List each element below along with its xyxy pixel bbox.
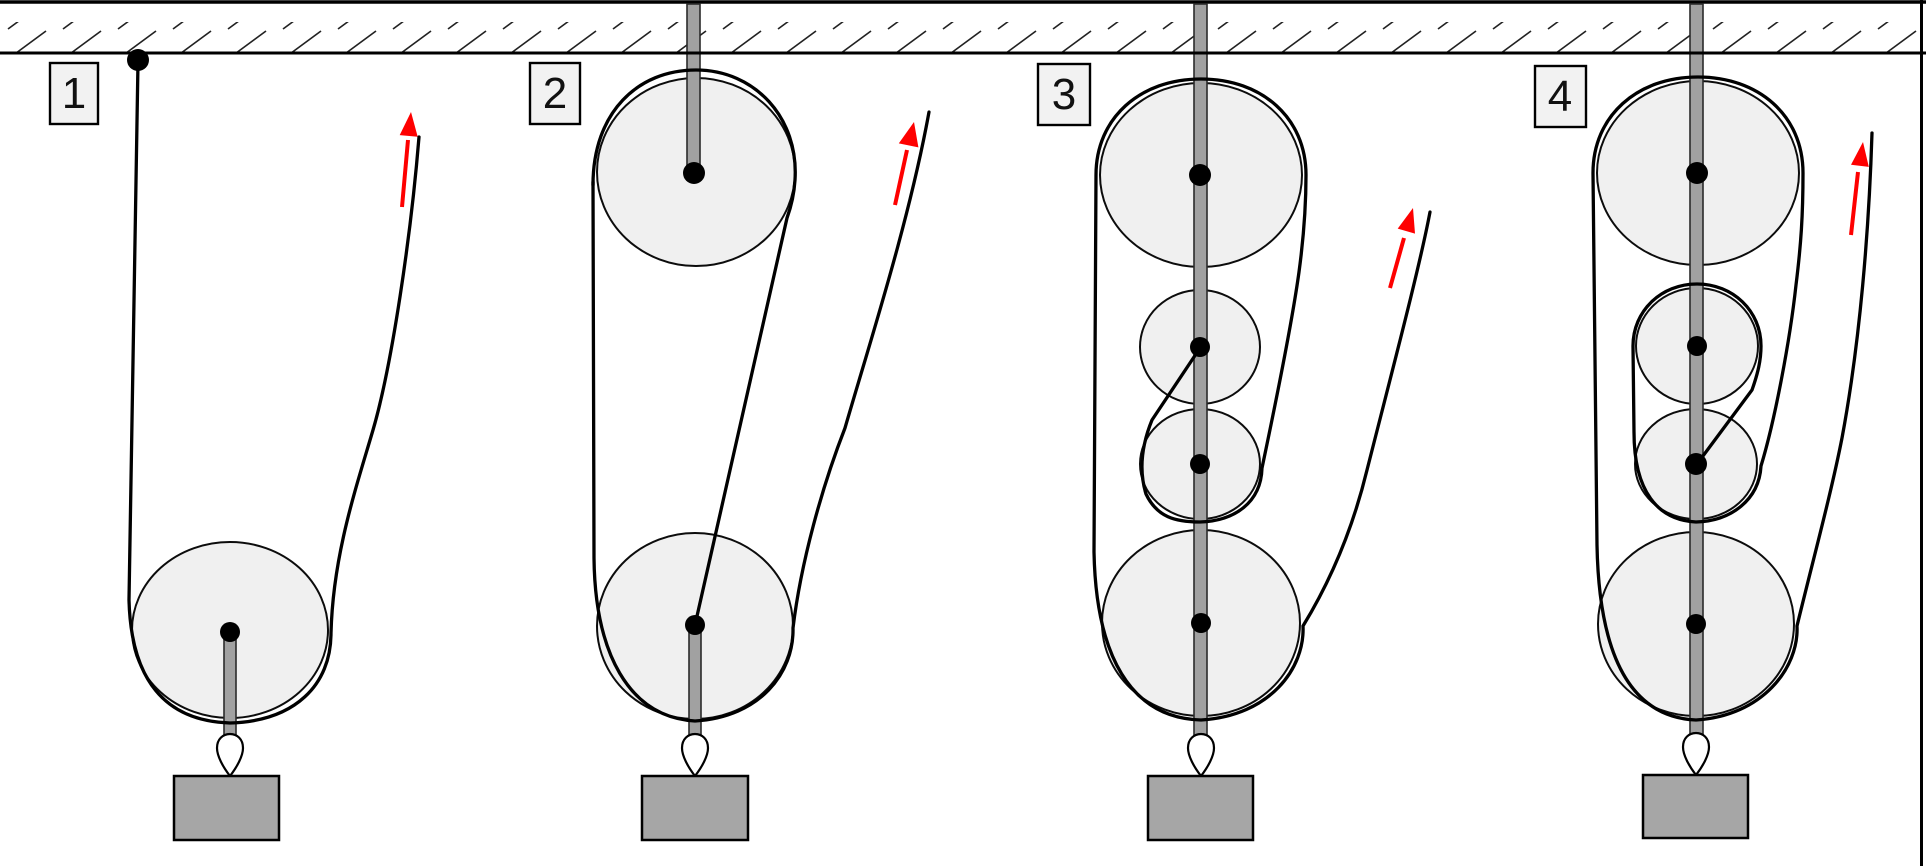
system-label-1-text: 1 [62, 69, 86, 118]
center-rod [1193, 3, 1208, 747]
system-label-4: 4 [1533, 64, 1588, 129]
weight-block [172, 774, 281, 842]
axle-dot [1191, 613, 1211, 633]
axle-dot [685, 615, 705, 635]
rope [127, 60, 421, 725]
effort-arrow-icon [1849, 142, 1869, 236]
system-label-2-text: 2 [543, 69, 567, 118]
hook [680, 732, 710, 778]
axle-dot [1189, 164, 1211, 186]
axle-dot [1685, 453, 1707, 475]
hook [1186, 732, 1216, 778]
pulley-system-2: 2 [528, 3, 931, 842]
load-rod [688, 624, 702, 747]
axle-dot [1190, 454, 1210, 474]
rope [1092, 77, 1432, 722]
system-label-4-text: 4 [1548, 72, 1572, 121]
axle-dot [1190, 337, 1210, 357]
ceiling [0, 22, 1926, 52]
pulley-system-1: 1 [48, 49, 421, 842]
effort-arrow-icon [1388, 208, 1415, 289]
ceiling-hatching [0, 22, 1926, 52]
load-rod [223, 631, 237, 747]
hook [1681, 731, 1711, 777]
weight-block [640, 774, 750, 842]
axle-dot [220, 622, 240, 642]
axle-dot [1687, 336, 1707, 356]
effort-arrow-icon [399, 112, 418, 208]
effort-arrow-icon [893, 122, 919, 206]
rope [1591, 75, 1874, 722]
axle-dot [683, 162, 705, 184]
axle-dot [1686, 614, 1706, 634]
system-label-2: 2 [528, 61, 582, 126]
weight-block [1641, 773, 1750, 840]
pulley-system-4: 4 [1533, 3, 1874, 840]
weight-block [1146, 774, 1255, 842]
ceiling-rod [686, 3, 701, 175]
system-label-1: 1 [48, 61, 100, 126]
rope-tie-segment [591, 68, 797, 627]
system-label-3: 3 [1036, 62, 1092, 127]
axle-dot [1686, 162, 1708, 184]
hook [215, 732, 245, 778]
pulley-system-3: 3 [1036, 3, 1432, 842]
system-label-3-text: 3 [1052, 70, 1076, 119]
rope [591, 110, 931, 723]
